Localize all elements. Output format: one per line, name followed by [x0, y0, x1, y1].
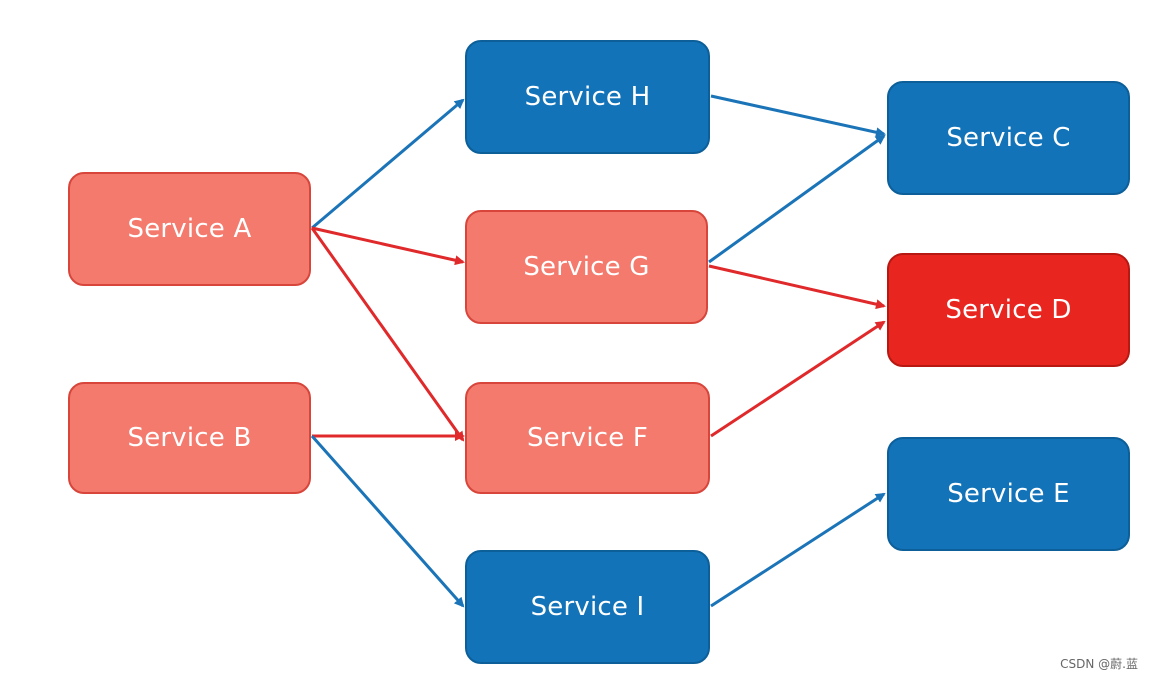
service-f-label: Service F — [526, 423, 649, 453]
service-h-label: Service H — [524, 82, 651, 112]
service-c-label: Service C — [946, 123, 1071, 153]
service-i-node: Service I — [465, 550, 710, 664]
edge-g-to-c — [708, 134, 886, 264]
service-a-label: Service A — [127, 214, 252, 244]
service-e-label: Service E — [947, 479, 1070, 509]
edge-a-to-f — [310, 227, 465, 442]
edge-a-to-h — [311, 98, 465, 230]
service-g-node: Service G — [465, 210, 708, 324]
edge-i-to-e — [710, 492, 886, 608]
edge-b-to-i — [310, 435, 465, 608]
edge-f-to-d — [710, 320, 886, 438]
service-d-label: Service D — [945, 295, 1072, 325]
service-c-node: Service C — [887, 81, 1130, 195]
edge-g-to-d — [708, 264, 886, 310]
service-d-node: Service D — [887, 253, 1130, 367]
watermark: CSDN @蔚.蓝 — [1060, 657, 1138, 671]
service-e-node: Service E — [887, 437, 1130, 551]
edge-h-to-c — [710, 94, 886, 138]
service-i-label: Service I — [530, 592, 645, 622]
edge-a-to-g — [311, 226, 465, 266]
service-f-node: Service F — [465, 382, 710, 494]
service-g-label: Service G — [523, 252, 650, 282]
service-h-node: Service H — [465, 40, 710, 154]
service-b-node: Service B — [68, 382, 311, 494]
service-b-label: Service B — [127, 423, 252, 453]
service-a-node: Service A — [68, 172, 311, 286]
